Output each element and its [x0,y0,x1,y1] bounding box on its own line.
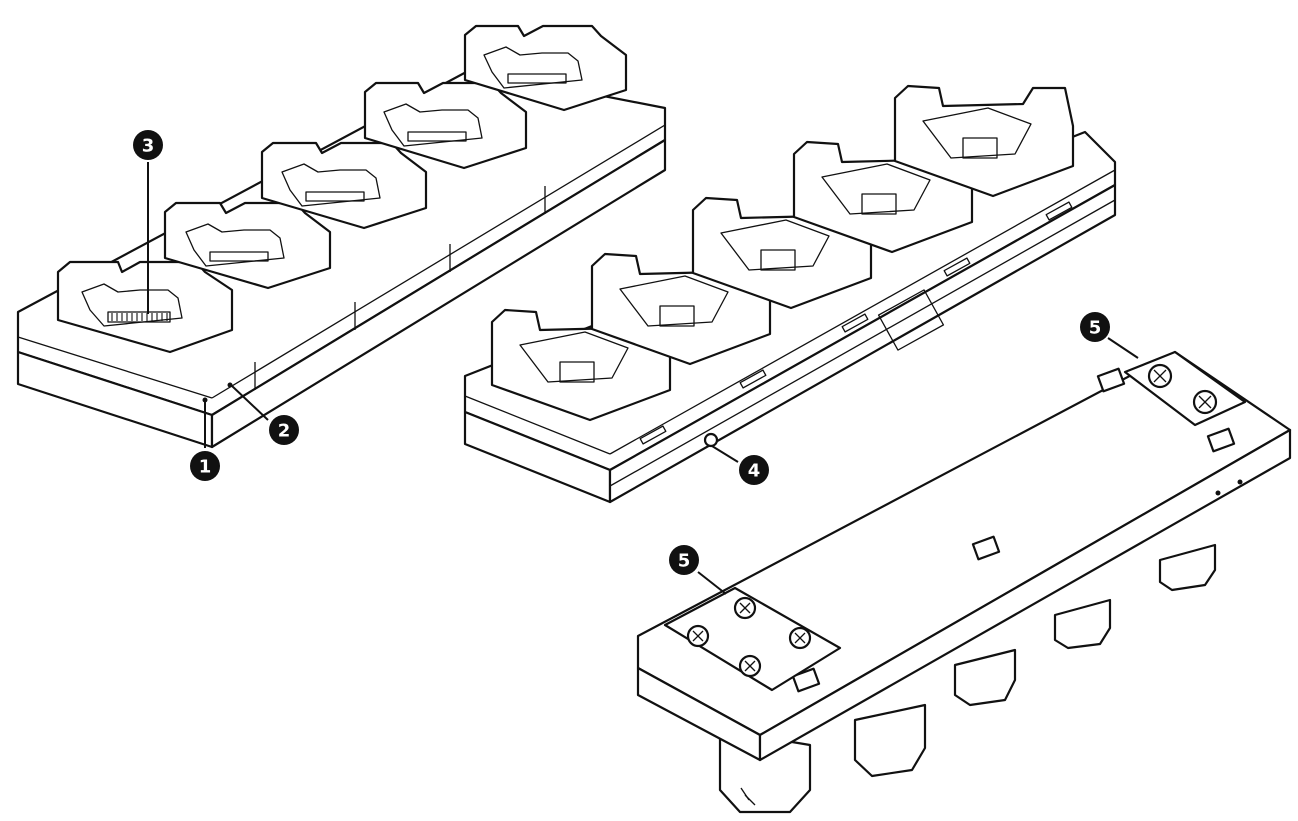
callout-1: 1 [190,451,220,481]
callout-2: 2 [269,415,299,445]
middle-cradle-power-jack [703,432,719,448]
svg-text:4: 4 [748,461,761,482]
svg-text:3: 3 [142,136,155,157]
left-cradle-led-1 [202,397,208,403]
left-cradle [16,24,667,449]
callout-leaders [147,162,1139,595]
svg-text:1: 1 [199,457,212,478]
left-cradle-led-2 [227,382,233,388]
left-slot-2 [163,201,332,290]
underside-screw-plate-top [1123,350,1247,427]
callout-3: 3 [133,130,163,160]
left-slot-1 [56,260,234,354]
svg-text:5: 5 [1089,318,1102,339]
middle-cradle [463,84,1117,504]
left-slot-4 [363,81,528,170]
middle-slot-5 [893,84,1075,198]
left-slot-1-pins [111,313,168,321]
underside-screw-plate-bottom [663,586,842,692]
callout-5-top: 5 [1080,312,1110,342]
svg-text:2: 2 [278,421,291,442]
svg-text:5: 5 [678,551,691,572]
underside-side [758,428,1292,762]
callout-5-bottom: 5 [669,545,699,575]
underside-cradle [636,350,1292,814]
left-cradle-base-side [210,138,667,449]
callout-4: 4 [739,455,769,485]
left-slot-5 [463,24,628,112]
